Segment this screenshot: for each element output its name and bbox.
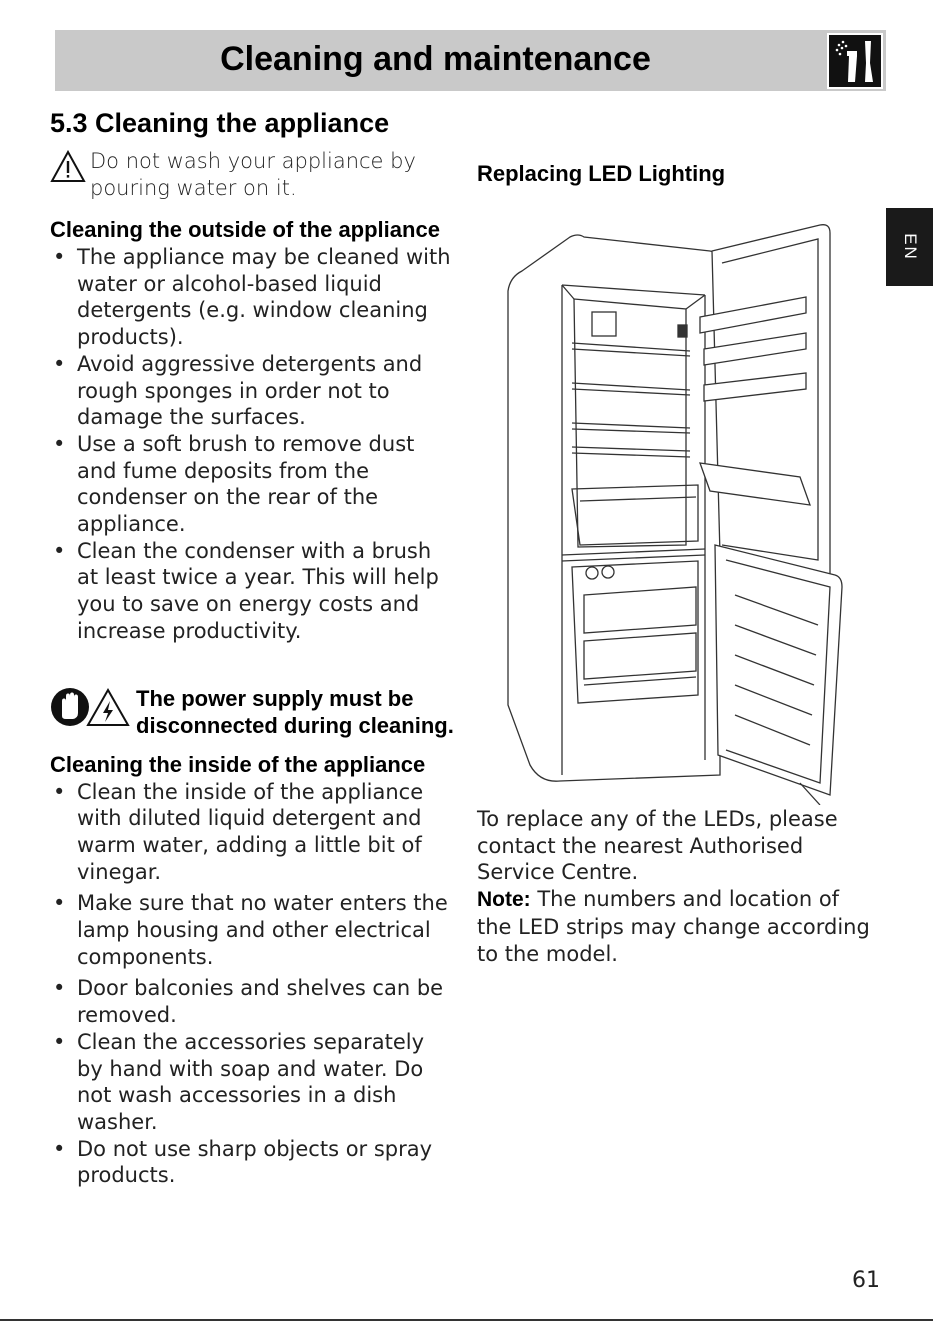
right-column: Replacing LED Lighting (477, 160, 877, 188)
list-item: The appliance may be cleaned with water … (50, 244, 455, 351)
outside-cleaning-list: The appliance may be cleaned with water … (50, 244, 455, 645)
electric-hazard-icon (86, 687, 130, 726)
list-item: Use a soft brush to remove dust and fume… (50, 431, 455, 538)
led-replacement-text: To replace any of the LEDs, please conta… (477, 807, 838, 885)
power-warning: The power supply must be disconnected du… (50, 685, 455, 739)
cleaning-spray-icon (827, 33, 883, 89)
led-instructions: To replace any of the LEDs, please conta… (477, 806, 877, 967)
list-item: Door balconies and shelves can be remove… (50, 975, 455, 1028)
header-bar: Cleaning and maintenance (55, 30, 886, 91)
stop-hand-icon (51, 687, 89, 726)
note-text: The numbers and location of the LED stri… (477, 887, 870, 966)
note-paragraph: Note: The numbers and location of the LE… (477, 886, 877, 967)
page-title: Cleaning and maintenance (220, 40, 651, 78)
outside-cleaning-heading: Cleaning the outside of the appliance (50, 217, 440, 242)
page-number: 61 (852, 1268, 880, 1293)
water-warning: Do not wash your appliance by pouring wa… (50, 148, 455, 202)
list-item: Clean the accessories separately by hand… (50, 1029, 455, 1136)
left-column: 5.3 Cleaning the appliance Do not wash y… (50, 106, 455, 1189)
section-title: 5.3 Cleaning the appliance (50, 108, 390, 138)
open-fridge-freezer-illustration (500, 215, 850, 806)
list-item: Clean the inside of the appliance with d… (50, 779, 455, 886)
list-item: Clean the condenser with a brush at leas… (50, 538, 455, 645)
inside-cleaning-heading: Cleaning the inside of the appliance (50, 751, 426, 777)
led-section-heading: Replacing LED Lighting (477, 161, 726, 186)
language-tab: EN (886, 208, 933, 286)
warning-triangle-icon (50, 149, 90, 188)
list-item: Avoid aggressive detergents and rough sp… (50, 351, 455, 431)
note-label: Note: (477, 888, 531, 912)
inside-cleaning-list: Clean the inside of the appliance with d… (50, 779, 455, 1190)
warning-text: Do not wash your appliance by pouring wa… (90, 149, 416, 200)
power-warning-text: The power supply must be disconnected du… (136, 685, 454, 738)
language-code: EN (900, 233, 920, 261)
bottom-divider (0, 1319, 933, 1321)
list-item: Do not use sharp objects or spray produc… (50, 1136, 455, 1189)
list-item: Make sure that no water enters the lamp … (50, 890, 455, 970)
